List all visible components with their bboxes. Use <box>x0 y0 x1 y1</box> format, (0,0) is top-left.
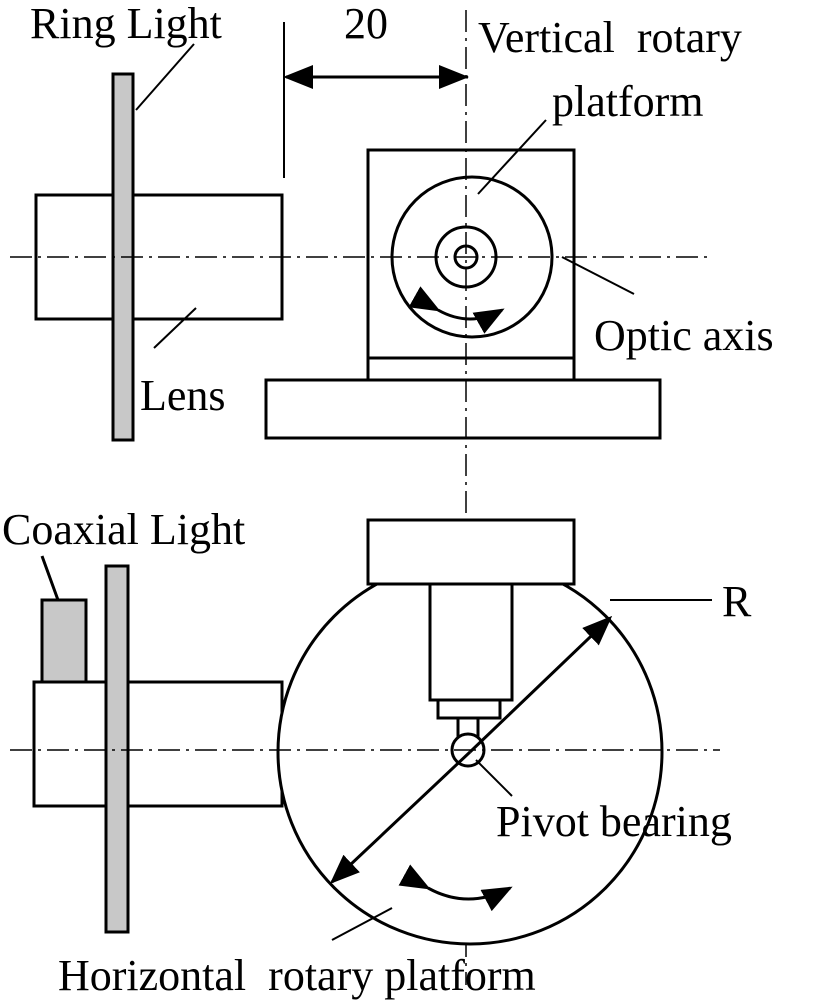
coaxial-light-label: Coaxial Light <box>2 505 245 554</box>
horizontal-rotation-arrow-icon <box>398 864 513 912</box>
ring-light-label: Ring Light <box>30 0 222 48</box>
probe-top-block <box>366 518 576 586</box>
bottom-ring-light-plate <box>104 564 130 934</box>
probe-tip-holder <box>436 698 502 720</box>
rotation-arrow-icon <box>408 286 505 334</box>
coaxial-light-leader <box>40 555 60 601</box>
vertical-platform-label-line1: Vertical rotary <box>478 13 742 62</box>
dimension-label: 20 <box>344 0 388 48</box>
optic-axis-leader <box>561 256 635 295</box>
top-view <box>10 22 710 442</box>
top-base-plate <box>264 378 662 440</box>
probe-shaft <box>428 582 514 702</box>
vertical-platform-base-step <box>366 356 576 382</box>
radius-label: R <box>722 577 752 626</box>
radius-dimension-line-lower <box>329 750 472 885</box>
lens-leader <box>153 307 197 349</box>
horizontal-platform-label: Horizontal rotary platform <box>58 951 536 1000</box>
coaxial-light-body <box>40 598 88 684</box>
optic-axis-label: Optic axis <box>594 311 774 360</box>
vertical-platform-label-line2: platform <box>552 77 704 126</box>
ring-light-leader <box>135 43 195 111</box>
horizontal-platform-leader <box>331 907 393 941</box>
pivot-bearing-label: Pivot bearing <box>496 797 732 846</box>
bottom-lens-body <box>32 680 284 808</box>
bottom-view <box>10 518 720 946</box>
pivot-bearing-leader <box>475 759 513 797</box>
vertical-platform-leader <box>477 119 547 195</box>
lens-label: Lens <box>140 371 226 420</box>
radius-dimension-line <box>468 615 613 754</box>
